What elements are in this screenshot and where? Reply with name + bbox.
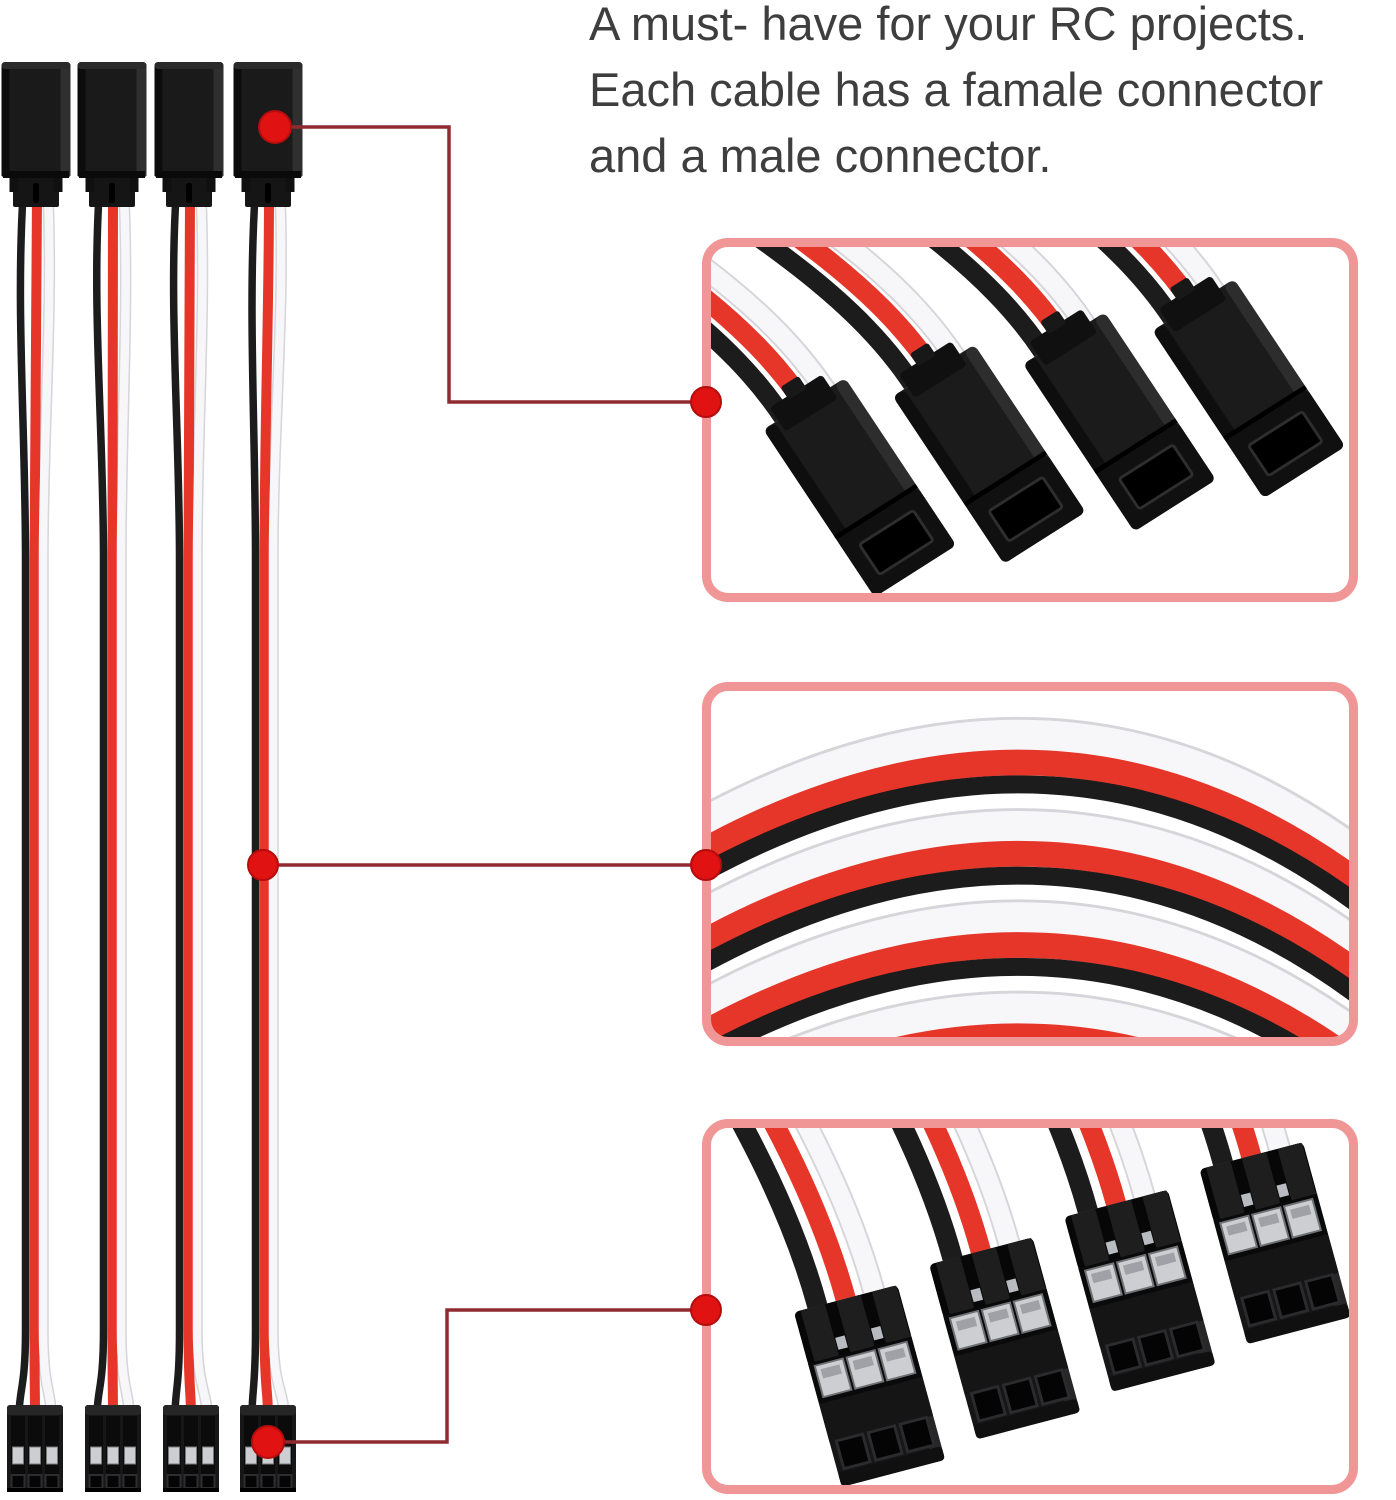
detail-box-female-connectors [702,238,1358,602]
wire-arc-group-3 [711,899,1349,1037]
cable-wires-1 [15,195,57,1417]
cable-wires-3 [169,195,213,1417]
detail-box-male-connectors [702,1119,1358,1494]
detail-box-wires [702,682,1358,1046]
headline-line-2: Each cable has a famale connector [589,63,1324,116]
wire-arc-group-4 [789,990,1237,1037]
closeup-female-wires-3 [928,247,1095,357]
male-connector-closeup-2 [930,1238,1080,1439]
headline-line-3: and a male connector. [589,129,1052,182]
headline-line-1: A must- have for your RC projects. [589,0,1308,50]
wires-closeup [711,716,1349,1037]
male-connector-closeup-1 [795,1285,945,1485]
male-connector-bottom-3 [163,1405,219,1492]
cable-wires-2 [93,195,135,1417]
headline: A must- have for your RC projects. Each … [589,0,1323,189]
closeup-male-wires-1 [732,1128,886,1309]
male-connector-closeup-4 [1200,1142,1349,1344]
cables-figure [1,62,303,1492]
wire-arc-group-1 [711,716,1349,910]
female-connector-closeup-2 [894,342,1084,562]
closeup-female-wires-1 [711,258,836,423]
female-connector-closeup-1 [765,375,954,593]
closeup-male-wires-2 [892,1128,1021,1262]
closeup-male-wires-3 [1048,1128,1156,1214]
female-connector-closeup-4 [1154,277,1343,497]
female-connector-top-3 [154,62,224,207]
closeup-female-wires-4 [1097,247,1225,324]
closeup-female-wires-2 [755,247,965,390]
female-connector-top-4 [233,62,303,207]
female-connector-top-1 [1,62,71,207]
male-connector-bottom-4 [240,1405,296,1492]
wire-arc-group-2 [711,808,1349,1001]
female-connectors-closeup [711,247,1343,593]
cable-wires-4 [248,195,290,1417]
female-connector-closeup-3 [1025,310,1214,530]
male-connectors-closeup [732,1128,1349,1485]
male-connector-bottom-1 [7,1405,63,1492]
male-connector-bottom-2 [85,1405,141,1492]
male-connector-closeup-3 [1065,1190,1215,1391]
female-connector-top-2 [77,62,147,207]
